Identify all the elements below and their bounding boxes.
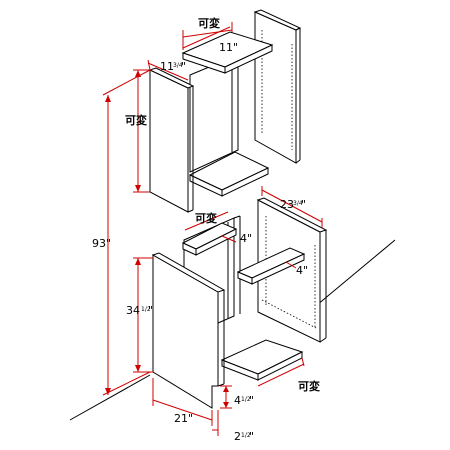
dim-variable-top: 可変 [198,16,220,30]
upper-side-panel-right [253,9,302,164]
svg-text:11: 11 [160,60,174,73]
dim-variable-bottom: 可変 [298,379,320,393]
svg-text:4: 4 [234,394,241,407]
svg-text:": " [148,304,153,317]
dim-variable-left: 可変 [125,113,147,127]
svg-text:": " [181,60,186,73]
upper-side-panel-left [148,67,195,213]
dim-lower-depth: 23 3/4 " [280,198,306,211]
lower-bottom-shelf [220,339,304,381]
dimension-lines [102,22,323,436]
lower-shelf-strip-b [236,247,306,285]
dim-toe-depth: 2 1/2 " [234,430,254,443]
dim-toe-height: 4 1/2 " [234,394,254,407]
svg-text:1/2: 1/2 [141,306,151,313]
lower-shelf-strip-a [181,222,238,256]
svg-text:": " [249,394,254,407]
svg-text:34: 34 [126,304,140,317]
svg-text:1/2: 1/2 [241,396,251,403]
svg-text:": " [249,430,254,443]
svg-text:1/2: 1/2 [241,432,251,439]
svg-text:23: 23 [280,198,294,211]
dim-lower-height: 34 1/2 " [126,304,153,317]
svg-text:2: 2 [234,430,241,443]
dim-top-width: 11" [219,41,238,54]
dim-shelf-a-width: 4" [240,232,252,245]
upper-top-shelf [181,31,274,74]
dim-variable-mid: 可変 [195,211,217,225]
dim-top-depth: 11 3/4 " [160,60,186,73]
dimension-arrowheads [105,70,229,408]
dim-shelf-b-width: 4" [296,264,308,277]
svg-text:": " [301,198,306,211]
dim-total-height: 93" [92,237,111,250]
svg-text:3/4: 3/4 [293,200,303,207]
dim-bottom-width: 21" [174,412,193,425]
svg-text:3/4: 3/4 [173,62,183,69]
upper-bottom-shelf [188,151,270,197]
lower-side-panel-right [256,197,328,343]
